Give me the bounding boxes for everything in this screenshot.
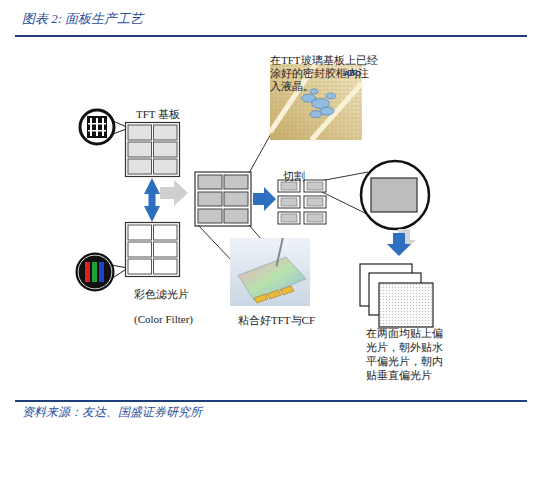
panel-outline xyxy=(126,123,180,177)
step-label: 切割 xyxy=(283,170,305,183)
step-illustration xyxy=(125,222,180,277)
panel-cell xyxy=(198,175,222,189)
panel-tile xyxy=(280,286,294,295)
process-step: 在两面均贴上偏光片，朝外贴水平偏光片，朝内贴垂直偏光片 xyxy=(358,262,458,386)
cut-piece xyxy=(278,196,300,208)
panel-cell xyxy=(128,159,152,174)
step-label: 在两面均贴上偏光片，朝外贴水平偏光片，朝内贴垂直偏光片 xyxy=(366,326,448,382)
cut-piece-core xyxy=(281,198,297,206)
panel-cell xyxy=(154,159,178,174)
magnifier-ring xyxy=(77,254,114,291)
tft-pixel-symbol xyxy=(88,123,106,125)
step-label: 在TFT玻璃基板上已经涂好的密封胶框内注入液晶。 xyxy=(270,54,378,93)
cut-panel xyxy=(371,178,417,212)
color-filter-symbol xyxy=(99,262,104,282)
cut-piece-core xyxy=(281,214,297,222)
process-step: 粘合好TFT与CF xyxy=(228,236,314,328)
magnifier-circle xyxy=(80,110,114,144)
process-arrow xyxy=(387,233,411,256)
liquid-crystal-drop xyxy=(320,107,334,115)
glass-substrate xyxy=(238,257,306,300)
zoom-circle xyxy=(361,161,429,229)
process-arrow xyxy=(253,187,276,211)
panel-cell xyxy=(198,209,222,223)
cut-piece-core xyxy=(307,182,323,190)
panel-cell xyxy=(154,259,178,274)
panel-outline xyxy=(126,223,180,277)
panel-cell xyxy=(154,142,178,157)
leader-line xyxy=(249,132,272,173)
source-note: 资料来源：友达、国盛证券研究所 xyxy=(22,404,202,421)
step-illustration xyxy=(125,122,180,177)
color-filter-symbol xyxy=(85,262,90,282)
bonded-panel xyxy=(195,172,251,226)
cut-piece xyxy=(304,196,326,208)
cut-piece xyxy=(304,180,326,192)
step-label: 彩色滤光片 xyxy=(134,288,189,301)
panel-cell xyxy=(128,259,152,274)
watermark: AUO xyxy=(344,70,361,78)
panel-tile xyxy=(254,294,268,303)
step-label: 粘合好TFT与CF xyxy=(238,314,315,327)
step-illustration xyxy=(278,180,326,224)
process-step: TFT 基板 xyxy=(122,108,182,178)
tft-pixel-symbol xyxy=(90,118,92,136)
magnifier-circle xyxy=(78,255,112,289)
process-step: 切割 xyxy=(278,170,328,226)
caption-rule xyxy=(15,400,527,402)
panel-cell xyxy=(224,209,248,223)
leader-line xyxy=(198,225,233,262)
cut-piece xyxy=(278,212,300,224)
tft-pixel-symbol xyxy=(88,130,106,132)
figure-title: 图表 2: 面板生产工艺 xyxy=(22,10,143,28)
panel-cell xyxy=(128,242,152,257)
panel-cell xyxy=(198,192,222,206)
panel-cell xyxy=(224,192,248,206)
process-step: 彩色滤光片(Color Filter) xyxy=(122,222,182,330)
panel-cell xyxy=(224,175,248,189)
process-step: 在TFT玻璃基板上已经涂好的密封胶框内注入液晶。 xyxy=(268,54,364,142)
cut-piece-core xyxy=(281,182,297,190)
tft-pixel-symbol xyxy=(102,118,104,136)
tft-pixel-symbol xyxy=(96,118,98,136)
step-illustration xyxy=(230,238,310,306)
panel-cell xyxy=(128,125,152,140)
step-illustration xyxy=(358,262,436,330)
process-arrow xyxy=(160,180,188,206)
magnifier-ring xyxy=(78,255,112,289)
panel-cell xyxy=(154,125,178,140)
panel-cell xyxy=(154,242,178,257)
leader-line xyxy=(320,172,368,181)
panel-cell xyxy=(154,225,178,240)
liquid-crystal-drop xyxy=(326,93,336,99)
panel-tile xyxy=(267,290,281,299)
cut-piece-core xyxy=(307,198,323,206)
cut-piece-core xyxy=(307,214,323,222)
title-rule xyxy=(15,35,527,37)
polarizer-sheet xyxy=(379,283,433,327)
panel-cell xyxy=(128,225,152,240)
color-filter-symbol xyxy=(92,262,97,282)
panel-cell xyxy=(128,142,152,157)
step-label: TFT 基板 xyxy=(136,108,180,121)
dispense-needle xyxy=(276,238,282,267)
double-arrow xyxy=(149,188,156,212)
cut-piece xyxy=(304,212,326,224)
tft-pixel-symbol xyxy=(87,116,107,138)
leader-line xyxy=(249,225,262,240)
photo-background xyxy=(230,238,310,306)
step-label: (Color Filter) xyxy=(134,313,193,326)
